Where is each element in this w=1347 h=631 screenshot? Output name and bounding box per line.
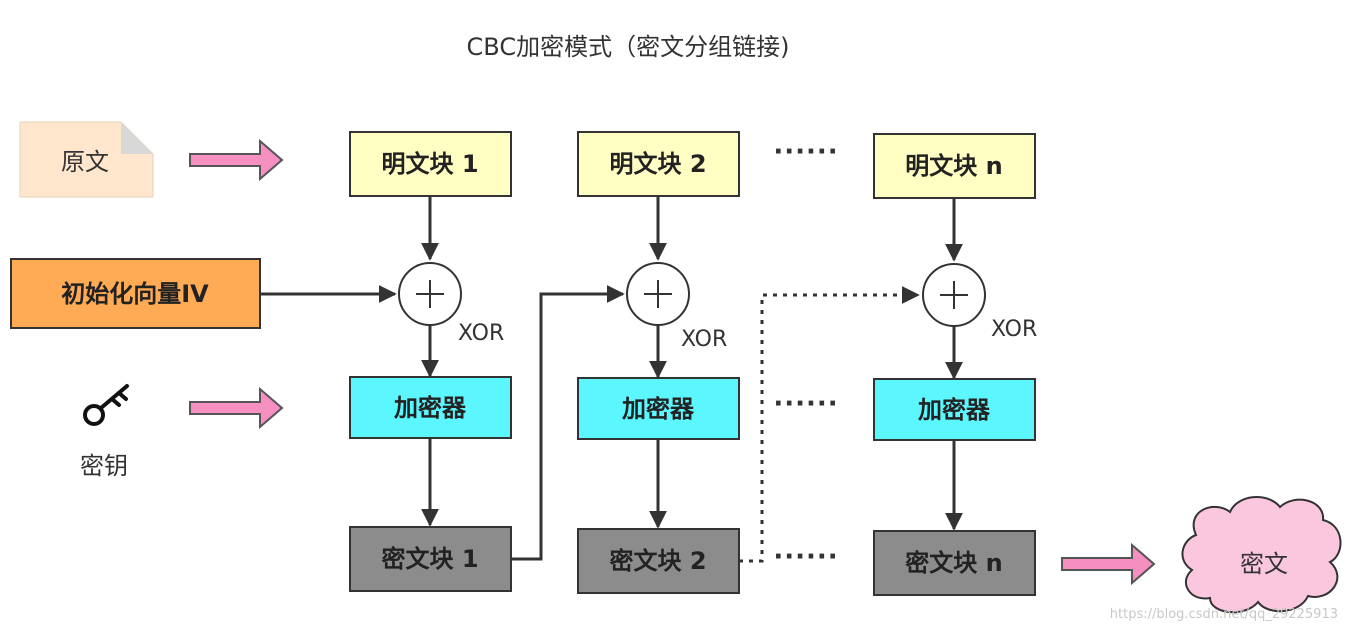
xor-node-n xyxy=(922,263,986,327)
chain-arrow-1 xyxy=(511,285,625,561)
plain-block-n xyxy=(873,133,1036,199)
iv-label: 初始化向量IV xyxy=(61,280,209,308)
xor-label-1: XOR xyxy=(458,321,504,346)
document-icon xyxy=(19,121,154,198)
encryptor-2-label: 加密器 xyxy=(622,395,695,423)
chain-arrow-dotted xyxy=(739,286,920,563)
key-label: 密钥 xyxy=(80,452,128,480)
plaintext-label: 原文 xyxy=(61,148,109,176)
plain-block-1-label: 明文块 1 xyxy=(381,150,478,178)
cipher-block-2-label: 密文块 2 xyxy=(609,547,706,575)
output-arrow xyxy=(1061,542,1156,586)
plain-block-n-label: 明文块 n xyxy=(905,152,1002,180)
cipher-ellipsis: ······ xyxy=(773,542,838,572)
encryptor-n xyxy=(873,378,1036,441)
plain-block-2 xyxy=(577,131,740,197)
iv-box xyxy=(10,258,261,329)
xor-label-2: XOR xyxy=(681,327,727,352)
plain-ellipsis: ······ xyxy=(773,137,838,167)
plaintext-arrow xyxy=(189,138,284,182)
xor-node-2 xyxy=(626,262,690,326)
document-fold-icon xyxy=(121,122,153,154)
encryptor-1-label: 加密器 xyxy=(394,394,467,422)
xor-node-1 xyxy=(398,262,462,326)
cipher-block-1 xyxy=(349,526,512,592)
encryptor-1 xyxy=(349,376,512,439)
key-icon xyxy=(83,384,129,426)
xor-label-n: XOR xyxy=(991,317,1037,342)
key-arrow xyxy=(189,386,284,430)
encryptor-n-label: 加密器 xyxy=(918,396,991,424)
diagram-title: CBC加密模式（密文分组链接) xyxy=(467,33,790,61)
cipher-block-n-label: 密文块 n xyxy=(905,549,1002,577)
watermark: https://blog.csdn.net/qq_29225913 xyxy=(1110,607,1338,622)
encryptor-ellipsis: ······ xyxy=(773,389,838,419)
cipher-block-1-label: 密文块 1 xyxy=(381,545,478,573)
cloud-shape xyxy=(1181,495,1342,614)
cipher-block-n xyxy=(873,530,1036,596)
encryptor-2 xyxy=(577,377,740,440)
plain-block-2-label: 明文块 2 xyxy=(609,150,706,178)
ciphertext-label: 密文 xyxy=(1240,550,1288,578)
